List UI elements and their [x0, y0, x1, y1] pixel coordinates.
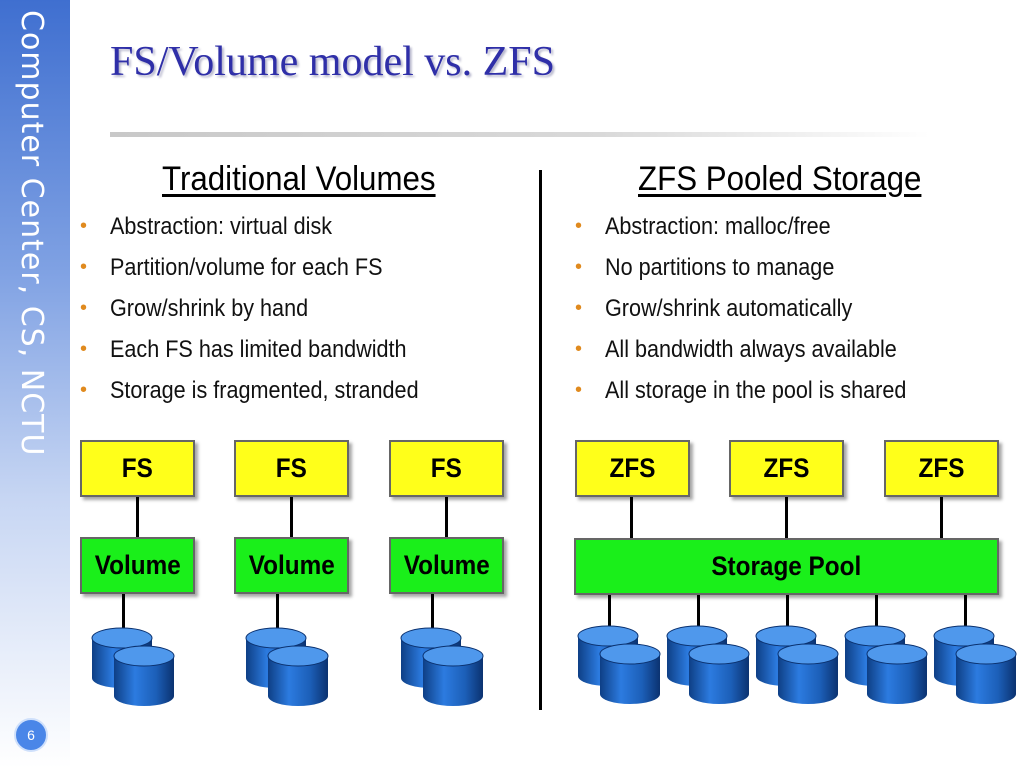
bullet-icon: •	[80, 338, 88, 360]
bullet-icon: •	[80, 215, 88, 237]
disk-icon	[400, 627, 484, 707]
connector-line	[431, 594, 434, 634]
connector-line	[445, 497, 448, 537]
bullet-icon: •	[575, 215, 583, 237]
fs-box: FS	[389, 440, 504, 497]
connector-line	[786, 595, 789, 631]
list-item: •No partitions to manage	[573, 247, 940, 288]
bullet-icon: •	[575, 379, 583, 401]
disk-icon	[91, 627, 175, 707]
sidebar-label: Computer Center, CS, NCTU	[14, 10, 49, 457]
list-item: •Abstraction: virtual disk	[78, 206, 453, 247]
fs-box: FS	[234, 440, 349, 497]
list-item: •Partition/volume for each FS	[78, 247, 453, 288]
connector-line	[276, 594, 279, 634]
bullet-icon: •	[575, 338, 583, 360]
volume-box: Volume	[80, 537, 195, 594]
connector-line	[940, 497, 943, 539]
bullet-icon: •	[575, 297, 583, 319]
disk-icon	[577, 625, 661, 705]
storage-pool-box: Storage Pool	[574, 538, 999, 595]
zfs-box: ZFS	[729, 440, 844, 497]
connector-line	[785, 497, 788, 539]
slide-title: FS/Volume model vs. ZFS	[110, 39, 555, 85]
zfs-box: ZFS	[884, 440, 999, 497]
list-item: •Grow/shrink automatically	[573, 288, 940, 329]
volume-box: Volume	[234, 537, 349, 594]
disk-icon	[666, 625, 750, 705]
connector-line	[875, 595, 878, 631]
disk-icon	[755, 625, 839, 705]
connector-line	[630, 497, 633, 539]
zfs-box: ZFS	[575, 440, 690, 497]
right-bullet-list: •Abstraction: malloc/free •No partitions…	[573, 206, 940, 411]
right-heading: ZFS Pooled Storage	[638, 160, 922, 198]
list-item: •Abstraction: malloc/free	[573, 206, 940, 247]
list-item: •Grow/shrink by hand	[78, 288, 453, 329]
column-divider	[539, 170, 542, 710]
left-bullet-list: •Abstraction: virtual disk •Partition/vo…	[78, 206, 453, 411]
disk-icon	[844, 625, 928, 705]
connector-line	[608, 595, 611, 631]
list-item: •All bandwidth always available	[573, 329, 940, 370]
bullet-icon: •	[80, 379, 88, 401]
title-divider	[110, 132, 930, 137]
volume-box: Volume	[389, 537, 504, 594]
sidebar: Computer Center, CS, NCTU	[0, 0, 70, 768]
bullet-icon: •	[80, 297, 88, 319]
connector-line	[136, 497, 139, 537]
list-item: •All storage in the pool is shared	[573, 370, 940, 411]
left-heading: Traditional Volumes	[162, 160, 436, 198]
bullet-icon: •	[575, 256, 583, 278]
connector-line	[964, 595, 967, 631]
connector-line	[122, 594, 125, 634]
list-item: •Each FS has limited bandwidth	[78, 329, 453, 370]
disk-icon	[933, 625, 1017, 705]
connector-line	[290, 497, 293, 537]
connector-line	[697, 595, 700, 631]
disk-icon	[245, 627, 329, 707]
page-number: 6	[14, 718, 48, 752]
fs-box: FS	[80, 440, 195, 497]
list-item: •Storage is fragmented, stranded	[78, 370, 453, 411]
bullet-icon: •	[80, 256, 88, 278]
